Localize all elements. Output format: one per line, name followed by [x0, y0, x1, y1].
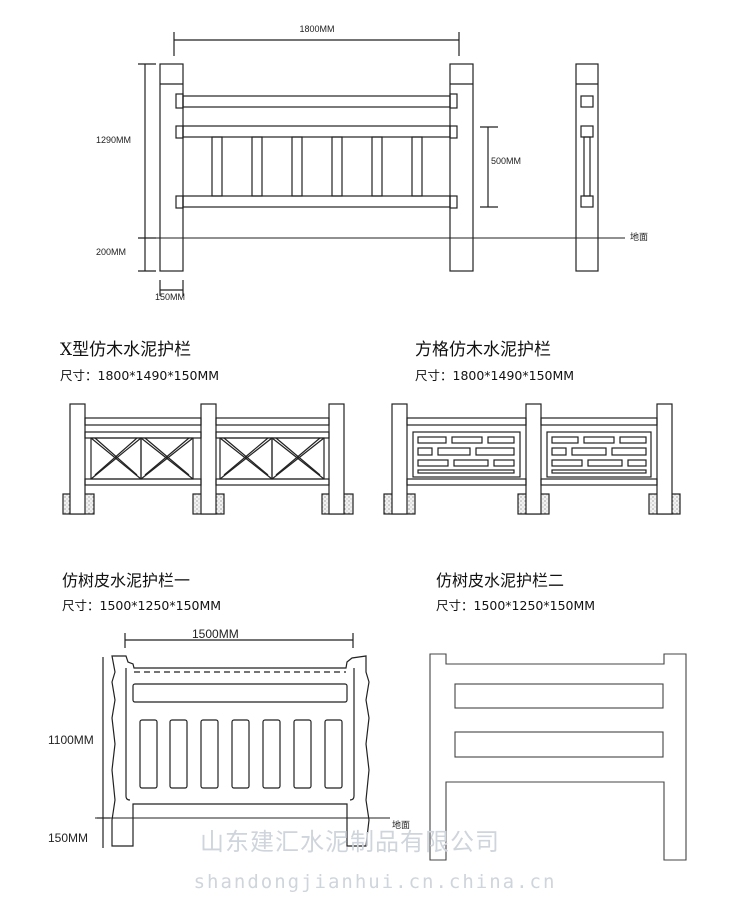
top-rail: [406, 417, 527, 426]
bark-one-below-ground-label: 150MM: [48, 831, 88, 845]
ground-label: 地面: [630, 231, 648, 242]
panel-height-label: 500MM: [491, 156, 521, 166]
post-width-label: 150MM: [155, 292, 185, 302]
rail: [215, 478, 330, 486]
post: [525, 403, 542, 515]
bark-two-spec: 尺寸：1500*1250*150MM: [436, 598, 595, 613]
baluster: [139, 719, 158, 789]
baluster: [324, 719, 343, 789]
left-post: [159, 63, 184, 272]
right-post-mortise: [449, 195, 458, 209]
rail: [84, 431, 202, 439]
post: [391, 403, 408, 515]
grid-panel-right: [546, 431, 652, 478]
bark-two-frame: [429, 653, 687, 861]
post: [328, 403, 345, 515]
watermark-url: shandongjianhui.cn.china.cn: [194, 871, 557, 893]
bark-two-railing: [429, 653, 687, 861]
balusters: [211, 136, 423, 197]
right-post-mortise: [449, 125, 458, 139]
post: [656, 403, 673, 515]
top-elevation-drawing: [138, 32, 625, 296]
inner-edge: [349, 668, 355, 801]
left-post-mortise: [175, 195, 184, 209]
baluster: [293, 719, 312, 789]
bark-two-top-rail: [454, 683, 664, 709]
bark-one-width-label: 1500MM: [192, 627, 239, 641]
baluster: [231, 719, 250, 789]
rail: [540, 478, 658, 486]
x-type-railing: [62, 403, 354, 515]
baluster: [251, 136, 263, 197]
post: [69, 403, 86, 515]
left-post-mortise: [175, 125, 184, 139]
top-rail: [215, 417, 330, 426]
bark-one-railing: [95, 633, 390, 848]
bark-one-title: 仿树皮水泥护栏一: [62, 571, 190, 590]
bark-one-height-label: 1100MM: [48, 733, 94, 747]
baluster: [211, 136, 223, 197]
post: [200, 403, 217, 515]
bark-one-top-rail: [132, 683, 348, 703]
baluster: [169, 719, 188, 789]
right-post: [449, 63, 474, 272]
rail: [84, 478, 202, 486]
x-type-spec: 尺寸：1800*1490*150MM: [60, 368, 219, 383]
height-label: 1290MM: [96, 135, 131, 145]
bark-two-middle-rail: [454, 731, 664, 758]
right-post-mortise: [449, 93, 458, 109]
bark-one-frame: [111, 655, 370, 847]
watermark-company: 山东建汇水泥制品有限公司: [200, 828, 500, 856]
top-rail: [540, 417, 658, 426]
baluster: [371, 136, 383, 197]
square-grid-spec: 尺寸：1800*1490*150MM: [415, 368, 574, 383]
rail: [406, 478, 527, 486]
side-view-post: [575, 63, 599, 272]
rail: [215, 431, 330, 439]
inner-edge: [125, 668, 131, 801]
bark-two-title: 仿树皮水泥护栏二: [436, 571, 564, 590]
x-type-title: X型仿木水泥护栏: [60, 340, 191, 360]
baluster: [331, 136, 343, 197]
baluster: [262, 719, 281, 789]
below-ground-label: 200MM: [96, 247, 126, 257]
baluster: [291, 136, 303, 197]
bark-one-spec: 尺寸：1500*1250*150MM: [62, 598, 221, 613]
width-label: 1800MM: [299, 24, 334, 34]
bottom-rail: [182, 195, 451, 208]
square-grid-title: 方格仿木水泥护栏: [415, 340, 551, 360]
grid-panel-left: [412, 431, 521, 478]
left-post-mortise: [175, 93, 184, 109]
x-panel-right: [219, 437, 325, 480]
top-rail: [84, 417, 202, 426]
top-rail: [182, 95, 451, 108]
bark-one-balusters: [139, 719, 343, 789]
baluster: [200, 719, 219, 789]
middle-rail: [182, 125, 451, 138]
square-grid-railing: [383, 403, 681, 515]
bark-one-ground-label: 地面: [392, 819, 410, 830]
x-panel-left: [90, 437, 194, 480]
baluster: [411, 136, 423, 197]
